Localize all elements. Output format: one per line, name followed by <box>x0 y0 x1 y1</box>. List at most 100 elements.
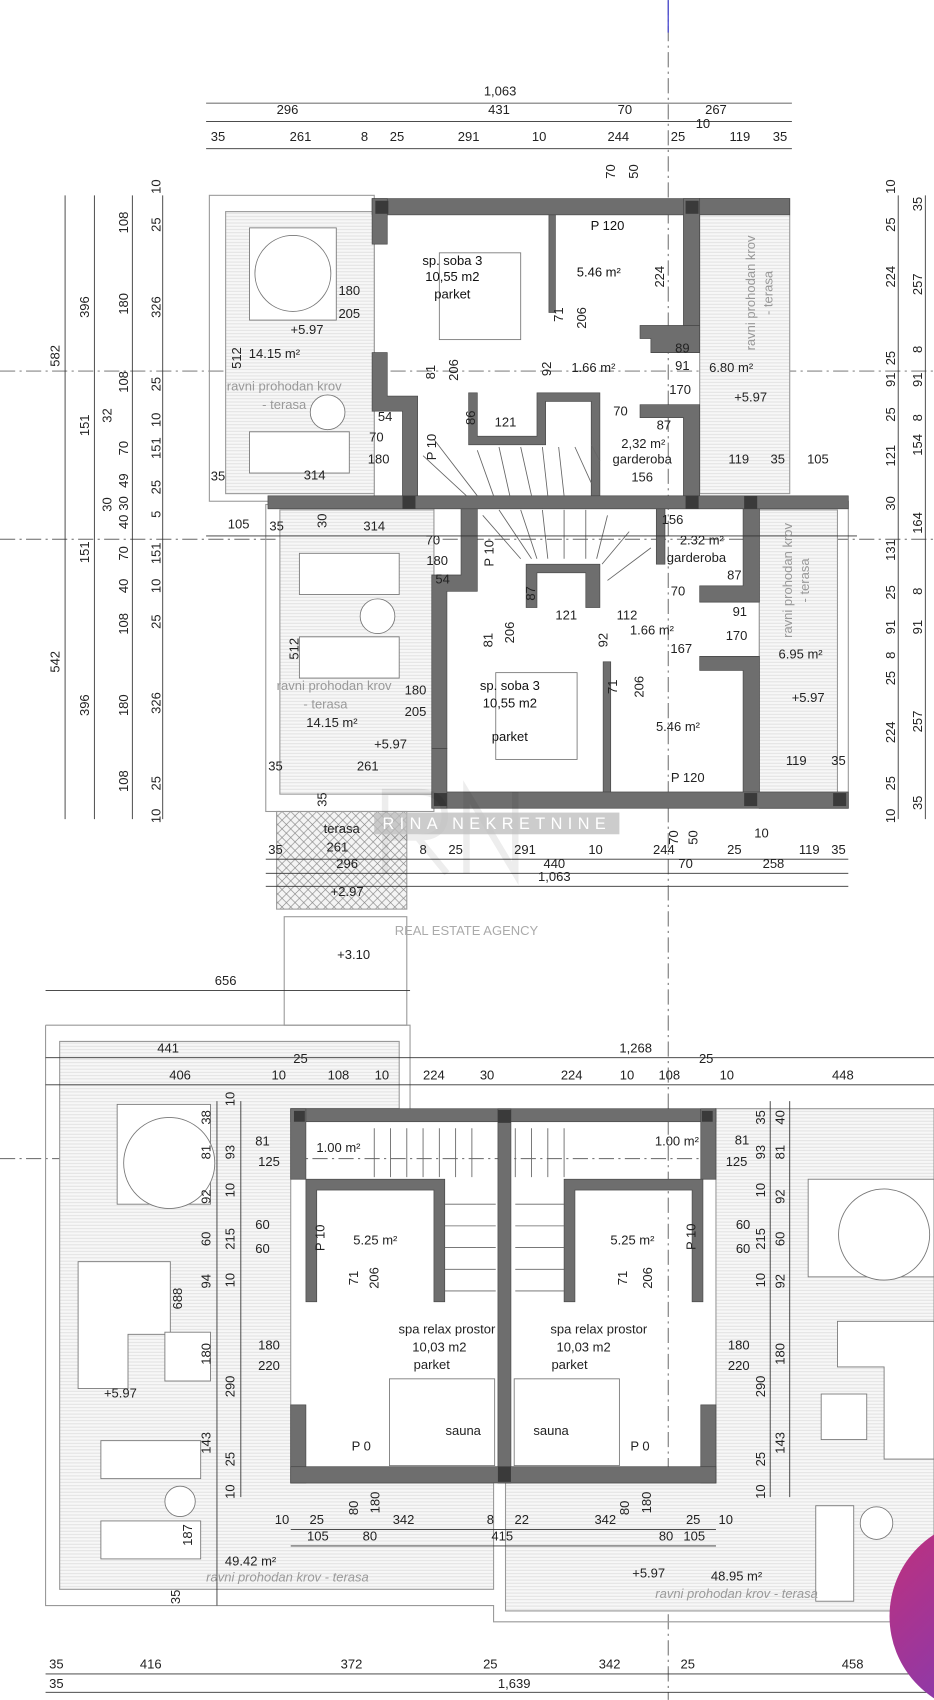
dimension-label-top-dims: 296 <box>277 102 299 117</box>
dimension-label-left-dims: 10 <box>149 413 164 427</box>
dimension-label-left-dims: 108 <box>116 770 131 792</box>
dimension-label-lower-top-dims: 30 <box>480 1067 494 1082</box>
dimension-label-left-dims: 582 <box>48 345 63 367</box>
dimension-label-lower-left: 92 <box>198 1189 213 1203</box>
dimension-label-lower-left: 38 <box>198 1110 213 1124</box>
terrace-note-unit-a: - terasa <box>262 397 307 412</box>
dimension-label-lower-top-dims: 10 <box>375 1067 389 1082</box>
dimension-label-top-dims: 244 <box>607 129 629 144</box>
room-label-unit-b: parket <box>492 729 529 744</box>
dimension-label-lower-right: 81 <box>772 1145 787 1159</box>
dimension-label-lower-bottom: 49.42 m² <box>225 1553 277 1568</box>
dimension-label-right-dims: 25 <box>883 776 898 790</box>
dimension-label-unit-a: 156 <box>631 470 653 485</box>
dimension-label-left-dims: 10 <box>149 579 164 593</box>
dimension-label-lower-right: sauna <box>533 1423 569 1438</box>
terrace-note-unit-b: ravni prohodan krov <box>780 522 795 637</box>
dimension-label-unit-a: 119 <box>728 451 749 466</box>
dimension-label-lower-left: 81 <box>255 1134 269 1149</box>
dimension-label-lower-left: 180 <box>198 1343 213 1365</box>
dimension-label-left-dims: 108 <box>116 371 131 393</box>
dimension-label-lower-bottom: 105 <box>683 1528 705 1543</box>
dimension-label-lower-top-dims: 1,268 <box>619 1040 652 1055</box>
dimension-label-unit-b-bottom-dims: 440 <box>543 856 565 871</box>
dimension-label-lower-left: 35 <box>168 1590 183 1604</box>
dimension-label-unit-b: 70 <box>671 584 685 599</box>
dimension-label-left-dims: 40 <box>116 515 131 529</box>
dimension-label-left-dims: 25 <box>149 217 164 231</box>
dimension-label-unit-b: 81 <box>480 633 495 647</box>
watermark: RINA NEKRETNINE REAL ESTATE AGENCY <box>374 812 620 938</box>
dimension-label-top-dims: 261 <box>290 129 312 144</box>
dimension-label-unit-a: 512 <box>229 347 244 369</box>
dimension-label-left-dims: 49 <box>116 473 131 487</box>
staircases <box>373 439 652 1292</box>
dimension-label-left-dims: 108 <box>116 613 131 635</box>
dimension-label-unit-b: 50 <box>686 830 701 844</box>
dimension-label-right-dims: 25 <box>883 585 898 599</box>
dimension-label-lower-right: 60 <box>772 1232 787 1246</box>
dimension-label-unit-b: 2.32 m² <box>680 533 725 548</box>
dimension-label-lower-top-dims: 448 <box>832 1067 854 1082</box>
dimension-label-right-dims: 25 <box>883 351 898 365</box>
dimension-label-right-dims: 257 <box>910 273 925 295</box>
dimension-label-lower-bottom: +5.97 <box>632 1565 665 1580</box>
dimension-label-left-dims: 326 <box>149 692 164 714</box>
dimension-label-lower-left: +5.97 <box>104 1385 137 1400</box>
dimension-label-lower-right: 81 <box>735 1133 749 1148</box>
dimension-label-lower-left: 220 <box>258 1358 280 1373</box>
dimension-label-left-dims: 25 <box>149 614 164 628</box>
dimension-label-lower-right: 10,03 m2 <box>557 1340 611 1355</box>
dimension-label-lower-bottom: 35 <box>49 1656 63 1671</box>
dimension-label-unit-b-bottom-dims: 35 <box>268 842 282 857</box>
watermark-brand: RINA NEKRETNINE <box>382 815 611 833</box>
dimension-label-left-dims: 151 <box>77 414 92 436</box>
dimension-label-right-dims: 91 <box>910 373 925 387</box>
dimension-label-right-dims: 224 <box>883 721 898 743</box>
dimension-label-left-dims: 151 <box>149 437 164 459</box>
dimension-label-lower-bottom: 8 <box>487 1512 494 1527</box>
dimension-label-lower-left: sauna <box>445 1423 481 1438</box>
dimension-label-lower-bottom: 22 <box>515 1512 529 1527</box>
dimension-label-lower-right: 5.25 m² <box>610 1232 655 1247</box>
dimension-label-lower-right: 92 <box>772 1189 787 1203</box>
dimension-label-lower-right: 71 <box>615 1271 630 1285</box>
dimension-label-unit-b-bottom-dims: +2.97 <box>331 884 364 899</box>
dimension-label-right-dims: 131 <box>883 539 898 561</box>
dimension-label-lower-right: 60 <box>736 1241 750 1256</box>
dimension-label-unit-b: terasa <box>324 821 361 836</box>
dimension-label-lower-top-dims: 10 <box>272 1067 286 1082</box>
room-label-unit-b: sp. soba 3 <box>480 678 540 693</box>
dimension-label-right-dims: 154 <box>910 434 925 456</box>
dimension-label-lower-left: P 0 <box>352 1438 371 1453</box>
dimension-label-right-dims: 224 <box>883 266 898 288</box>
dimension-label-lower-bottom: 35 <box>49 1676 63 1691</box>
dimension-label-lower-bottom: 342 <box>393 1512 415 1527</box>
dimension-label-right-dims: 8 <box>910 588 925 595</box>
dimension-label-unit-b: 71 <box>605 680 620 694</box>
dimension-label-unit-b: +5.97 <box>792 690 825 705</box>
dimension-label-unit-a: 1.66 m² <box>571 360 616 375</box>
dimension-label-lower-top-dims: 108 <box>328 1067 350 1082</box>
dimension-label-unit-a: +5.97 <box>734 389 767 404</box>
dimension-label-right-dims: 257 <box>910 711 925 733</box>
dimension-label-unit-a: 54 <box>378 409 392 424</box>
dimension-label-lower-top-dims: 441 <box>157 1040 179 1055</box>
dimension-label-unit-b-bottom-dims: 244 <box>653 842 675 857</box>
dimension-label-left-dims: 25 <box>149 776 164 790</box>
dimension-label-right-dims: 10 <box>883 179 898 193</box>
dimension-label-unit-a: 224 <box>652 266 667 288</box>
dimension-label-unit-b-bottom-dims: 8 <box>419 842 426 857</box>
dimension-label-unit-a: 35 <box>211 469 225 484</box>
dimension-label-top-dims: 70 <box>603 164 618 178</box>
dimension-label-unit-b-bottom-dims: 35 <box>831 842 845 857</box>
dimension-label-unit-b: 87 <box>523 586 538 600</box>
dimension-label-lower-left: 60 <box>255 1241 269 1256</box>
dimension-label-unit-b-bottom-dims: 25 <box>727 842 741 857</box>
dimension-label-unit-a: 206 <box>446 359 461 381</box>
dimension-label-lower-bottom: 1,639 <box>498 1676 531 1691</box>
dimension-label-top-dims: 1,063 <box>484 84 517 99</box>
dimension-label-unit-b: 35 <box>831 753 845 768</box>
dimension-label-lower-right: 215 <box>753 1228 768 1250</box>
dimension-label-lower-left: 125 <box>258 1154 280 1169</box>
